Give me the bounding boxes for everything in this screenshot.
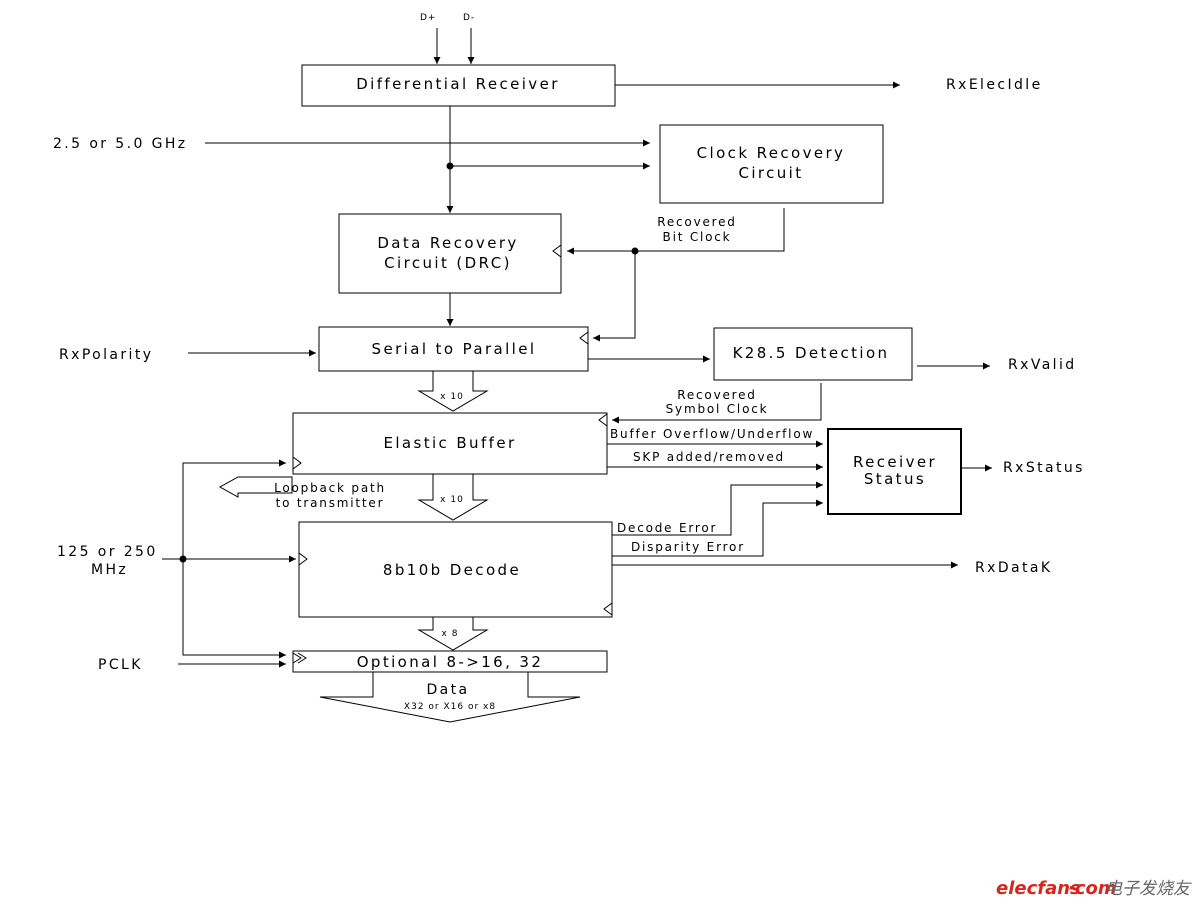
data-output-label: Data xyxy=(426,682,469,698)
buffer-clock-input-marker xyxy=(598,413,608,427)
differential-receiver-label: Differential Receiver xyxy=(356,75,560,93)
decode-corner-marker xyxy=(603,602,613,616)
receiver-status-label-1: Receiver xyxy=(853,453,937,471)
watermark-chinese: 电子发烧友 xyxy=(1105,879,1192,899)
k285-detection-label: K28.5 Detection xyxy=(733,344,890,362)
watermark-logo: elecfans ·com 电子发烧友 xyxy=(996,878,1192,899)
bit-clock-to-s2p-line xyxy=(593,251,636,342)
d-minus-label: D- xyxy=(463,13,475,23)
decode-8b10b-label: 8b10b Decode xyxy=(383,561,521,579)
disparity-error-arrow xyxy=(612,499,823,557)
receiver-status-block xyxy=(827,428,962,515)
d-plus-label: D+ xyxy=(420,13,436,23)
data-output-arrow xyxy=(319,671,581,723)
data-widths-label: X32 or X16 or x8 xyxy=(404,702,496,712)
watermark-brand: elecfans xyxy=(996,878,1081,899)
optional-clock-marker-2 xyxy=(297,652,307,664)
loopback-label-2: to transmitter xyxy=(276,496,385,510)
decode-8b10b-block xyxy=(298,521,613,618)
bit-clock-to-drc-line xyxy=(567,208,785,255)
data-recovery-label-1: Data Recovery xyxy=(377,234,518,252)
optional-clock-marker-1 xyxy=(292,652,302,664)
core-clock-label-1: 125 or 250 xyxy=(57,544,158,560)
drc-clock-input-marker xyxy=(552,244,562,258)
core-clock-label-2: MHz xyxy=(91,562,128,578)
serial-to-parallel-label: Serial to Parallel xyxy=(372,340,537,358)
serial-to-parallel-block xyxy=(318,326,589,372)
decode-error-arrow xyxy=(612,481,823,536)
recovered-bit-clock-label-1: Recovered xyxy=(657,215,736,229)
recovered-symbol-clock-label-1: Recovered xyxy=(677,388,756,402)
x8-bus-label: x 8 xyxy=(442,629,459,639)
x8-bus-arrow xyxy=(417,616,489,651)
core-clock-to-optional-line xyxy=(182,559,286,659)
buffer-core-clock-marker xyxy=(292,456,302,470)
x10-bus-arrow-1 xyxy=(417,370,489,412)
clock-recovery-block xyxy=(659,124,884,204)
disparity-error-label: Disparity Error xyxy=(631,540,745,554)
pclk-label: PCLK xyxy=(98,657,143,673)
recovered-bit-clock-label-2: Bit Clock xyxy=(663,230,732,244)
x10-bus-label-2: x 10 xyxy=(440,495,464,505)
symbol-clock-to-buffer-line xyxy=(612,383,822,424)
loopback-label-1: Loopback path xyxy=(274,481,386,495)
watermark-suffix: ·com xyxy=(1068,878,1117,899)
loopback-arrow xyxy=(218,476,293,498)
clock-recovery-label-2: Circuit xyxy=(738,164,803,182)
rx-datak-label: RxDataK xyxy=(975,560,1052,576)
rx-polarity-label: RxPolarity xyxy=(59,347,153,363)
rx-valid-label: RxValid xyxy=(1008,357,1077,373)
decode-error-label: Decode Error xyxy=(617,521,717,535)
ref-clock-label: 2.5 or 5.0 GHz xyxy=(53,136,188,152)
core-clock-to-buffer-line xyxy=(182,459,286,559)
recovered-symbol-clock-label-2: Symbol Clock xyxy=(666,402,769,416)
elastic-buffer-label: Elastic Buffer xyxy=(383,434,516,452)
skp-label: SKP added/removed xyxy=(633,450,785,464)
data-recovery-block xyxy=(338,213,562,294)
s2p-clock-input-marker xyxy=(579,331,589,345)
data-recovery-label-2: Circuit (DRC) xyxy=(384,254,512,272)
rx-elec-idle-label: RxElecIdle xyxy=(946,77,1043,93)
decode-clock-marker xyxy=(298,552,308,566)
clock-recovery-label-1: Clock Recovery xyxy=(697,144,846,162)
buffer-overflow-label: Buffer Overflow/Underflow xyxy=(610,427,814,441)
elastic-buffer-block xyxy=(292,412,608,475)
x10-bus-label-1: x 10 xyxy=(440,392,464,402)
optional-width-label: Optional 8->16, 32 xyxy=(357,653,544,671)
k285-detection-block xyxy=(713,327,913,381)
rx-status-label: RxStatus xyxy=(1003,460,1085,476)
receiver-status-label-2: Status xyxy=(864,470,926,488)
differential-receiver-block xyxy=(301,64,616,107)
x10-bus-arrow-2 xyxy=(417,473,489,521)
